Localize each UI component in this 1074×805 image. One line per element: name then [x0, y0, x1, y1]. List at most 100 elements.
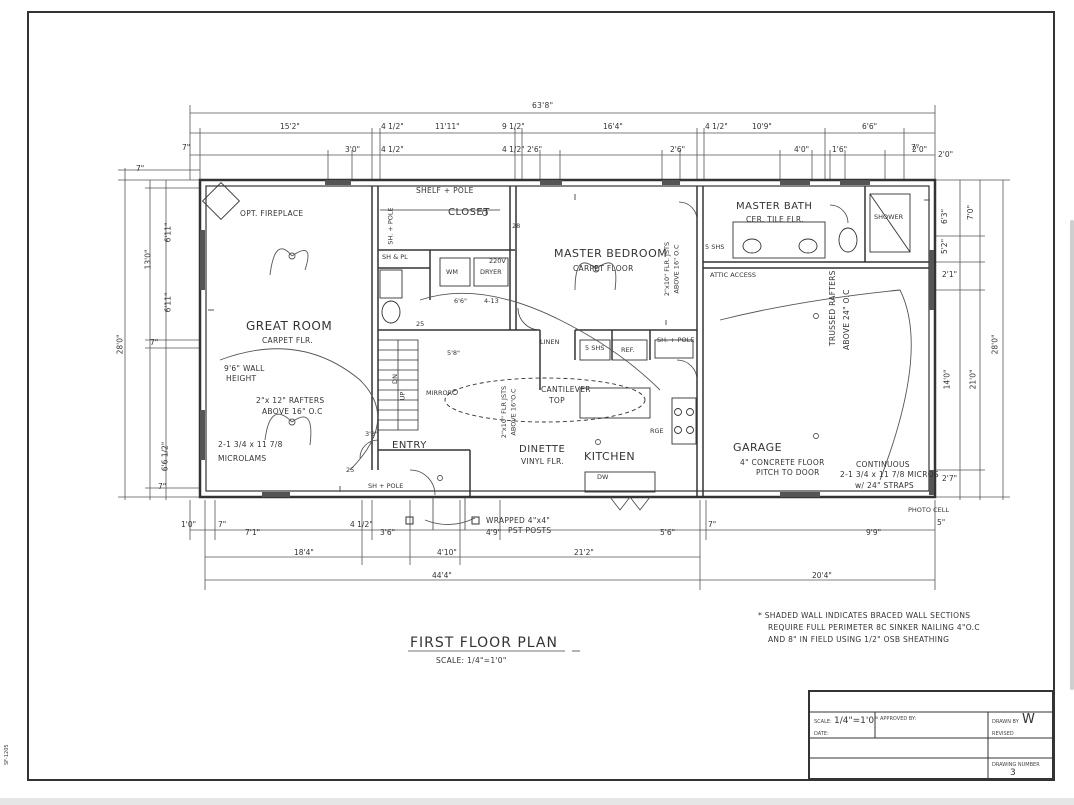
tb-scale-value: 1/4"=1'0": [834, 716, 879, 726]
shelf-pole-label: SHELF + POLE: [416, 186, 474, 195]
micros-label: 2-1 3/4 x 11 7/8 MICROS: [840, 470, 939, 479]
dim-left-1: 7": [136, 164, 145, 173]
mirror-label: MIRROR: [426, 389, 453, 397]
dim-bot-2: 7": [218, 520, 227, 529]
dim-left-5: 7": [150, 338, 159, 347]
cantilever-label-2: TOP: [549, 396, 565, 405]
ref-label: REF.: [621, 346, 635, 354]
dim-bot-5: 3'6": [380, 528, 396, 537]
tb-approved-label: APPROVED BY:: [880, 716, 917, 722]
dim-top2-3: 4 1/2": [502, 145, 525, 154]
wm-label: WM: [446, 268, 459, 276]
note-line-3: AND 8" IN FIELD USING 1/2" OSB SHEATHING: [768, 635, 950, 644]
joists-label-2: ABOVE 16" O.C: [672, 244, 681, 294]
dim-misc-3: 25: [416, 320, 425, 328]
dim-bot-1: 1'0": [181, 520, 197, 529]
dim-top-2: 15'2": [280, 122, 300, 131]
continuous-label: CONTINUOUS: [856, 460, 910, 469]
dim-top2-6: 4'0": [794, 145, 810, 154]
dim-right-4: 5'2": [940, 238, 950, 255]
dim-bot2-1: 18'4": [294, 548, 314, 557]
title-block-lines: [810, 711, 1054, 780]
dim-right-3: 6'3": [940, 208, 950, 225]
dim-bot-10: 9'9": [866, 528, 882, 537]
dim-left-4: 6'11": [163, 292, 173, 313]
dim-right-8: 2'7": [942, 474, 958, 483]
dim-misc-7: 25: [346, 466, 355, 474]
plan-title: FIRST FLOOR PLAN: [410, 635, 558, 651]
master-bedroom-floor: CARPET FLOOR: [573, 264, 634, 273]
dim-top-5: 9 1/2": [502, 122, 525, 131]
shower-label: SHOWER: [874, 213, 904, 221]
joists-v-label: 2"x10" FLR JSTS: [500, 385, 509, 439]
dim-bot-11: 5": [937, 518, 946, 527]
master-bedroom-label: MASTER BEDROOM: [554, 247, 668, 260]
dim-right-5: 21'0": [968, 369, 978, 390]
rafters-label-2: ABOVE 16" O.C: [262, 407, 323, 416]
tb-date-label: DATE:: [814, 731, 829, 737]
dim-left-7: 7": [158, 482, 167, 491]
linen-label: LINEN: [540, 338, 560, 346]
exterior-walls: [198, 178, 937, 499]
wall-height-label-2: HEIGHT: [226, 374, 257, 383]
closet-label: CLOSET: [448, 207, 490, 218]
dim-bot-6: 4'10": [437, 548, 457, 557]
trussed-label-2: ABOVE 24" O.C: [842, 289, 851, 350]
dim-misc-6: 3'3": [365, 430, 379, 438]
braced-walls: [200, 180, 934, 497]
dim-left-6: 6'6 1/2": [160, 441, 170, 472]
great-room-label: GREAT ROOM: [246, 319, 333, 333]
right-dimensions: [935, 179, 1010, 500]
note-line-1: * SHADED WALL INDICATES BRACED WALL SECT…: [758, 611, 971, 620]
sshs-bath-label: 5 SHS: [705, 243, 725, 251]
light-fixtures: [219, 210, 912, 525]
cantilever-label: CANTILEVER: [541, 385, 591, 394]
shelf-pole-2-label: SH. + POLE: [657, 336, 695, 344]
tb-drawing-number-label: DRAWING NUMBER: [992, 762, 1040, 768]
dim-bot-8: 5'6": [660, 528, 676, 537]
dim-top-10: 7": [911, 143, 920, 152]
shelf-pl-label: SH & PL: [382, 253, 408, 261]
dim-bot-7: 4'9": [486, 528, 502, 537]
dim-left-3: 6'11": [163, 222, 173, 243]
dim-left-total: 28'0": [115, 334, 125, 355]
microlams-label-2: MICROLAMS: [218, 454, 267, 463]
dim-right-6: 14'0": [942, 369, 952, 390]
dim-top2-7: 1'6": [832, 145, 848, 154]
dim-bot-9: 7": [708, 520, 717, 529]
doors: [359, 201, 849, 530]
shelf-pole-entry-label: SH + POLE: [368, 482, 404, 490]
joists-label: 2"x10" FLR. JSTS: [663, 241, 672, 297]
kitchen-label: KITCHEN: [584, 450, 636, 463]
great-room-floor: CARPET FLR.: [262, 336, 313, 345]
dn-label: DN: [390, 374, 399, 384]
stairs: [377, 339, 419, 431]
dim-right-total: 28'0": [990, 334, 1000, 355]
range-label: RGE: [650, 427, 664, 435]
garage-bottom-dim: 20'4": [812, 571, 832, 580]
dinette-floor: VINYL FLR.: [521, 457, 564, 466]
dim-right-1: 2'0": [938, 150, 954, 159]
garage-floor-2: PITCH TO DOOR: [756, 468, 820, 477]
dim-right-7: 2'1": [942, 270, 958, 279]
dim-top-6: 16'4": [603, 122, 623, 131]
side-code: SF-1205: [4, 744, 10, 765]
dim-right-2: 7'0": [966, 204, 976, 221]
master-bath-floor: CER. TILE FLR.: [746, 215, 804, 224]
vertical-scrollbar[interactable]: [1070, 220, 1074, 690]
bottom-strip: [0, 798, 1074, 805]
dryer-label: DRYER: [480, 268, 502, 276]
tb-drawn-value: W: [1022, 712, 1035, 727]
dim-top-9: 6'6": [862, 122, 878, 131]
joists-v-label-2: ABOVE 16"O.C: [509, 388, 518, 436]
dim-top-3: 4 1/2": [381, 122, 404, 131]
wrapped-posts-label-2: PST POSTS: [508, 526, 552, 535]
overall-bottom-dim: 44'4": [432, 571, 452, 580]
master-bath-label: MASTER BATH: [736, 201, 813, 212]
overall-top-dim: 63'8": [532, 101, 554, 110]
straps-label: w/ 24" STRAPS: [855, 481, 914, 490]
sshs-label: 5 SHS: [585, 344, 605, 352]
tb-drawing-number: 3: [1010, 768, 1016, 778]
dryer-volt-label: 220V: [489, 257, 506, 265]
